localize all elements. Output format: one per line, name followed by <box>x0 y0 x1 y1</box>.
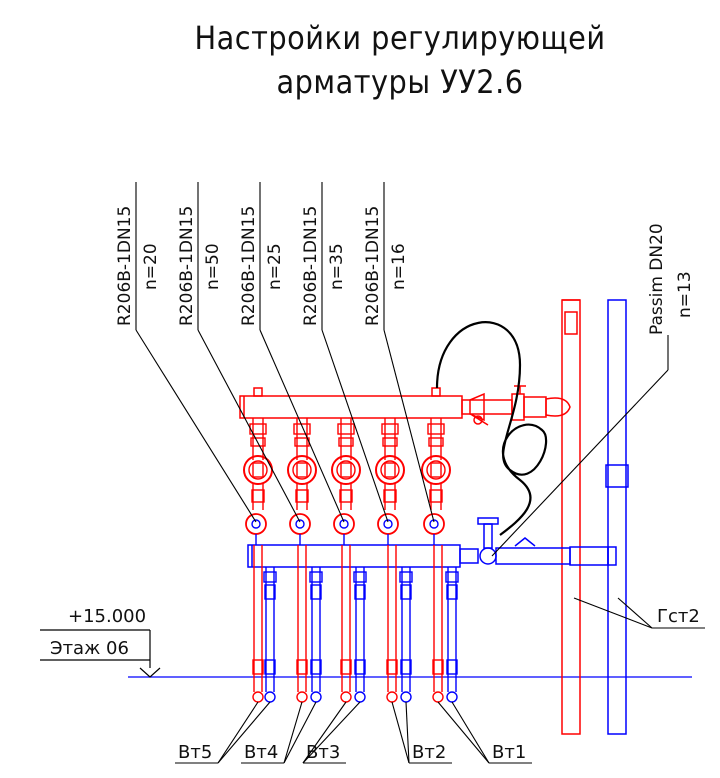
flow-meter-icon <box>375 455 405 485</box>
diagram-title: Настройки регулирующей арматуры УУ2.6 <box>150 16 650 104</box>
title-line-1: Настройки регулирующей <box>194 19 606 57</box>
return-riser <box>605 299 629 735</box>
capillary-tube <box>435 321 548 536</box>
valve-setting-label: n=35 <box>327 243 347 290</box>
valve-model-label: R206B-1DN15 <box>363 206 383 326</box>
passim-setting-label: n=13 <box>675 271 695 318</box>
circuit-5 <box>421 418 459 703</box>
circuit-2 <box>287 418 323 703</box>
outlet-label-4: Вт2 <box>391 701 452 764</box>
valve-labels: R206B-1DN15 n=20 R206B-1DN15 n=50 R206B-1DN1… <box>115 206 409 326</box>
balancing-valve-icon <box>377 513 399 535</box>
flow-meter-icon <box>287 455 317 485</box>
valve-model-label: R206B-1DN15 <box>115 206 135 326</box>
valve-model-label: R206B-1DN15 <box>301 206 321 326</box>
title-line-2: арматуры УУ2.6 <box>276 63 524 101</box>
balancing-valve-icon <box>289 513 311 535</box>
floor-label: Этаж 06 <box>50 638 129 659</box>
riser-label-group: Гст2 <box>573 597 705 629</box>
circuit-1 <box>243 418 277 703</box>
valve-setting-label: n=20 <box>141 243 161 290</box>
outlet-label: Вт3 <box>306 742 340 763</box>
outlet-label: Вт1 <box>492 742 526 763</box>
valve-model-label: R206B-1DN15 <box>177 206 197 326</box>
balancing-valve-icon <box>245 513 267 535</box>
level-mark-arrow <box>139 667 161 678</box>
outlet-label-5: Вт1 <box>437 701 532 764</box>
valve-leader-diagonal <box>135 329 257 523</box>
valve-leader-diagonal <box>383 329 435 523</box>
outlet-label-1: Вт5 <box>175 701 271 764</box>
outlet-label-3: Вт3 <box>302 701 361 764</box>
circuit-group <box>243 418 459 703</box>
passim-label-group: Passim DN20 n=13 <box>491 223 695 557</box>
flow-meter-icon <box>421 455 451 485</box>
flow-meter-icon <box>243 455 273 485</box>
supply-riser <box>561 299 581 735</box>
flow-meter-icon <box>331 455 361 485</box>
outlet-label: Вт4 <box>244 742 278 763</box>
leader-lines <box>135 182 435 523</box>
balancing-valve-icon <box>423 513 445 535</box>
return-manifold <box>247 517 617 568</box>
circuit-4 <box>375 418 413 703</box>
valve-setting-label: n=50 <box>203 243 223 290</box>
valve-setting-label: n=16 <box>389 243 409 290</box>
elevation-label: +15.000 <box>68 606 146 627</box>
valve-model-label: R206B-1DN15 <box>239 206 259 326</box>
valve-leader-diagonal <box>321 329 389 523</box>
outlet-label: Вт2 <box>412 742 446 763</box>
supply-manifold <box>239 385 571 426</box>
outlet-label: Вт5 <box>178 742 212 763</box>
passim-model-label: Passim DN20 <box>647 223 667 335</box>
outlet-labels: Вт5 Вт4 Вт3 Вт2 Вт1 <box>175 701 532 764</box>
riser-label: Гст2 <box>657 606 700 627</box>
outlet-label-2: Вт4 <box>241 701 317 764</box>
valve-setting-label: n=25 <box>265 243 285 290</box>
valve-leader-diagonal <box>197 329 301 523</box>
balancing-valve-icon <box>333 513 355 535</box>
valve-leader-diagonal <box>259 329 345 523</box>
circuit-3 <box>331 418 367 703</box>
